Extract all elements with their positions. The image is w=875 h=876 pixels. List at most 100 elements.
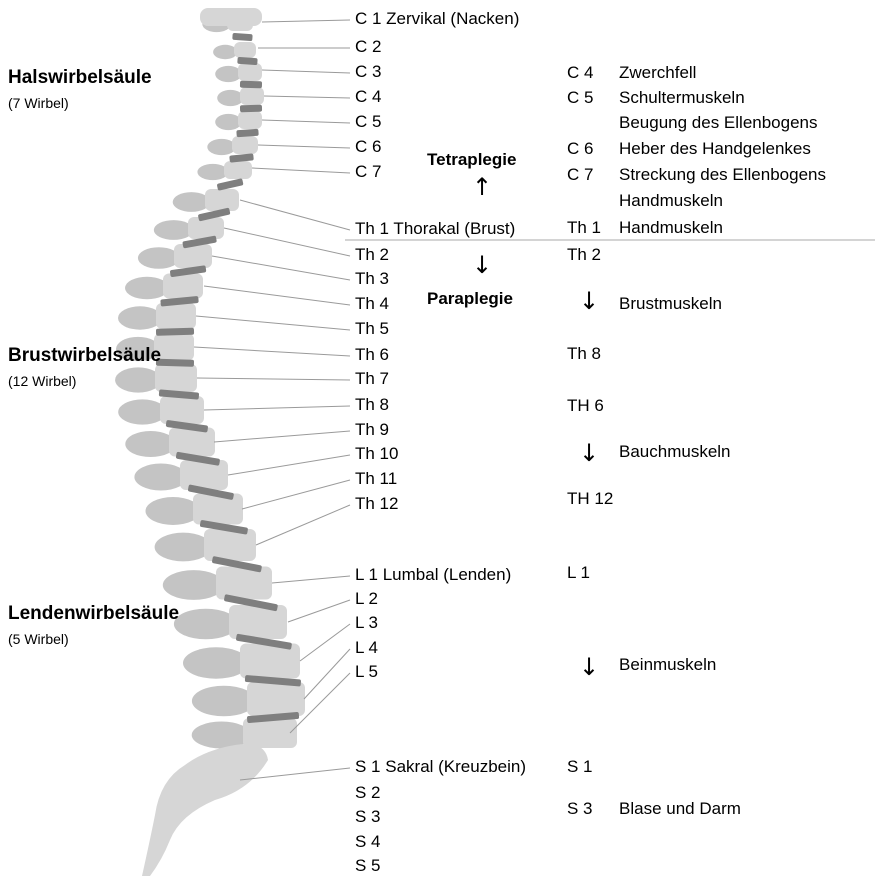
vertebra-body [232,136,258,154]
atlas-vertebra [200,8,262,26]
vertebra-label: Th 8 [355,395,389,415]
vertebra-label: L 2 [355,589,378,609]
leader-line [196,316,350,330]
vertebra-body [234,42,256,58]
spinous-process [159,224,184,234]
spinous-process [178,196,202,206]
spinous-process [219,68,236,76]
vertebra-label: Th 5 [355,319,389,339]
leader-line [304,649,350,699]
spinous-process [201,692,242,707]
region-sub-thoracic: (12 Wirbel) [8,373,76,389]
leader-line [272,576,350,583]
leader-line [224,228,350,256]
vertebra-label: L 4 [355,638,378,658]
vertebra-label: S 3 [355,807,381,827]
vertebra-body [188,217,224,239]
leader-line [197,378,350,380]
vertebra-body [174,244,212,268]
vertebra-label: C 7 [355,162,381,182]
spinous-process [125,404,156,417]
vertebra-body [240,644,300,679]
vertebra-label: Th 3 [355,269,389,289]
spinous-process [153,503,188,517]
vertebra-label: C 6 [355,137,381,157]
vertebra-label: Th 9 [355,420,389,440]
spinous-process [131,281,159,292]
function-level: S 1 [567,757,593,777]
leader-line [256,505,350,545]
function-text: Brustmuskeln [619,294,722,314]
region-sub-cervical: (7 Wirbel) [8,95,69,111]
function-level: C 7 [567,165,593,185]
leader-line [214,431,350,442]
leader-line [240,200,350,230]
vertebra-body [204,529,256,561]
spinous-process [216,47,231,54]
function-level: TH 12 [567,489,613,509]
vertebra-label: L 1 Lumbal (Lenden) [355,565,511,585]
vertebra-label: Th 11 [355,469,397,489]
vertebra-label: Th 10 [355,444,398,464]
function-level: C 4 [567,63,593,83]
function-level: Th 1 [567,218,601,238]
function-text: Handmuskeln [619,218,723,238]
leader-line [300,624,350,661]
spinous-process [192,654,234,670]
region-sub-lumbar: (5 Wirbel) [8,631,69,647]
function-text: Heber des Handgelenkes [619,139,811,159]
leader-line [258,145,350,148]
vertebra-body [238,63,262,81]
function-level: L 1 [567,563,590,583]
vertebra-label: C 5 [355,112,381,132]
vertebra-label: L 3 [355,613,378,633]
leader-line [194,347,350,356]
function-level: S 3 [567,799,593,819]
arrow-down-icon: ↓ [579,289,599,313]
spinous-process [202,166,222,174]
vertebra-body [240,87,264,105]
leader-line [262,70,350,73]
vertebra-label: S 5 [355,856,381,876]
paraplegie-label: Paraplegie [427,289,513,309]
vertebra-label: C 3 [355,62,381,82]
spinous-process [183,615,224,630]
vertebra-body [205,189,239,211]
vertebra-label: L 5 [355,662,378,682]
vertebra-body [216,567,272,600]
region-title-lumbar: Lendenwirbelsäule [8,603,179,625]
vertebra-label: C 1 Zervikal (Nacken) [355,9,519,29]
intervertebral-disc [156,359,194,367]
vertebra-label: Th 4 [355,294,389,314]
function-text: Blase und Darm [619,799,741,819]
leader-line [242,480,350,509]
spinous-process [132,436,164,449]
vertebra-label: C 2 [355,37,381,57]
vertebra-body [169,428,215,457]
function-level: TH 6 [567,396,604,416]
vertebra-label: C 4 [355,87,381,107]
vertebra-label: Th 1 Thorakal (Brust) [355,219,515,239]
leader-line [204,286,350,305]
intervertebral-disc [240,105,262,113]
function-text: Beugung des Ellenbogens [619,113,818,133]
vertebra-body [155,364,197,392]
leader-line [262,20,350,22]
arrow-up-icon: ↑ [472,175,492,199]
function-text: Streckung des Ellenbogens [619,165,826,185]
vertebra-body [193,494,243,525]
vertebra-label: Th 6 [355,345,389,365]
function-level: Th 2 [567,245,601,265]
vertebra-label: S 1 Sakral (Kreuzbein) [355,757,526,777]
spinous-process [144,251,171,262]
intervertebral-disc [156,328,194,336]
spinous-process [121,372,150,385]
intervertebral-disc [236,129,258,138]
spinous-process [221,92,238,100]
function-level: C 5 [567,88,593,108]
region-title-thoracic: Brustwirbelsäule [8,345,161,367]
vertebra-body [238,111,262,129]
vertebra-body [224,161,252,179]
function-text: Beinmuskeln [619,655,716,675]
